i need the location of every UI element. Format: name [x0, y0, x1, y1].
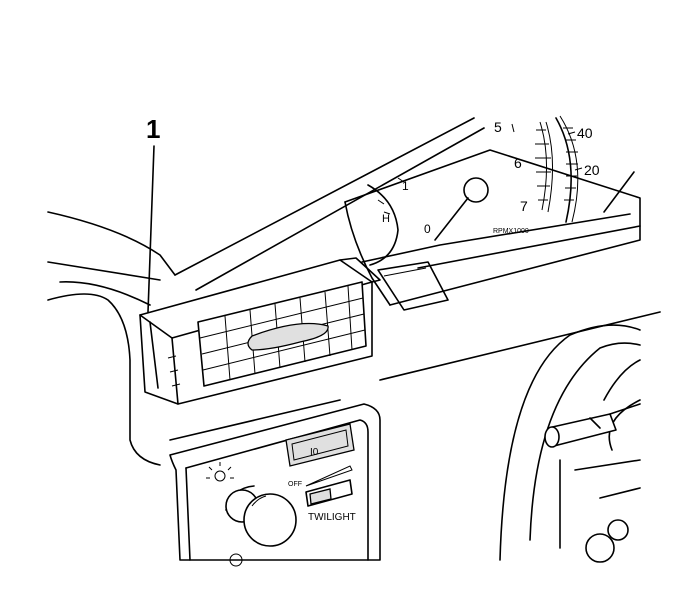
tach-tick-7: 7	[520, 198, 528, 214]
tach-tick-0: 0	[424, 222, 431, 236]
headlamp-knob[interactable]	[225, 485, 297, 547]
tachometer: 0 1 5 6 7 RPMX1000	[397, 119, 553, 241]
steering-wheel	[499, 324, 641, 563]
speedometer: 40 20	[555, 115, 600, 223]
tach-tick-6: 6	[514, 155, 522, 171]
tach-needle	[434, 197, 469, 241]
light-switch-button[interactable]	[285, 423, 355, 467]
callout-number: 1	[146, 114, 160, 144]
instrument-cluster	[344, 149, 641, 306]
twilight-label: TWILIGHT	[308, 512, 356, 523]
cluster-bezel	[377, 261, 449, 311]
dash-pad-left	[47, 281, 661, 466]
callout-leader-line	[147, 145, 155, 313]
tach-tick-1: 1	[402, 179, 409, 193]
light-switch-panel: I0 OFF TWILIGHT	[169, 403, 381, 567]
speedo-tick-20: 20	[584, 162, 600, 178]
tach-unit-label: RPMX1000	[493, 228, 529, 235]
tach-tick-5: 5	[494, 119, 502, 135]
vent-louver-tab[interactable]	[247, 322, 329, 351]
callout-1: 1	[146, 114, 160, 313]
temp-gauge: H	[367, 184, 399, 266]
temp-gauge-label: H	[382, 213, 390, 225]
light-switch-button-label: I0	[310, 447, 319, 458]
tach-needle-hub	[463, 177, 489, 203]
turn-signal-stalk[interactable]	[544, 403, 641, 448]
air-vent	[139, 257, 381, 405]
dimmer-ramp	[305, 465, 353, 487]
headlamp-icon	[206, 462, 234, 482]
off-label: OFF	[288, 481, 302, 488]
speedo-tick-40: 40	[577, 125, 593, 141]
